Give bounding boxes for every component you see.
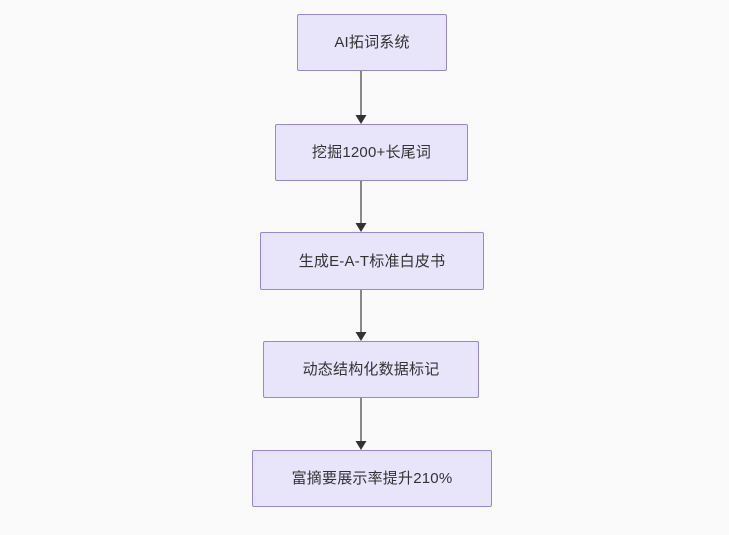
flow-node-label: AI拓词系统 (334, 34, 410, 51)
flow-node-2[interactable]: 挖掘1200+长尾词 (275, 124, 468, 181)
flow-connector-arrow (350, 71, 372, 124)
flow-node-4[interactable]: 动态结构化数据标记 (263, 341, 479, 398)
flow-node-3[interactable]: 生成E-A-T标准白皮书 (260, 232, 484, 290)
flow-connector-arrow (350, 290, 372, 341)
flow-node-1[interactable]: AI拓词系统 (297, 14, 447, 71)
flow-connector-arrow (350, 181, 372, 232)
flow-node-label: 生成E-A-T标准白皮书 (298, 252, 446, 270)
flow-connector-arrow (350, 398, 372, 450)
flow-node-label: 动态结构化数据标记 (302, 361, 440, 378)
flow-node-label: 富摘要展示率提升210% (291, 470, 453, 487)
flow-node-5[interactable]: 富摘要展示率提升210% (252, 450, 492, 507)
flow-node-label: 挖掘1200+长尾词 (311, 144, 432, 161)
